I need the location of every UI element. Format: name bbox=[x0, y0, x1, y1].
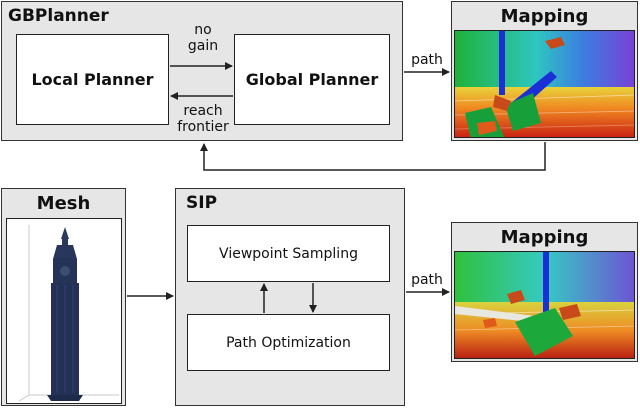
viewpoint-sampling-label: Viewpoint Sampling bbox=[219, 245, 358, 262]
path-optimization-box: Path Optimization bbox=[187, 314, 390, 371]
mapping-bottom-title: Mapping bbox=[500, 227, 589, 248]
mapping-top-pointcloud bbox=[455, 31, 634, 137]
local-planner-box: Local Planner bbox=[16, 34, 169, 125]
global-planner-box: Global Planner bbox=[234, 34, 390, 125]
edge-label-reach-frontier: reach frontier bbox=[177, 103, 229, 135]
local-planner-label: Local Planner bbox=[31, 70, 154, 89]
sip-title: SIP bbox=[186, 193, 218, 213]
mapping-bottom-image bbox=[454, 251, 635, 359]
mesh-title: Mesh bbox=[36, 193, 91, 214]
path-optimization-label: Path Optimization bbox=[226, 334, 351, 351]
mapping-top-image bbox=[454, 30, 635, 138]
mapping-top-title: Mapping bbox=[500, 6, 589, 27]
path-label-bottom: path bbox=[411, 272, 443, 288]
mesh-image bbox=[6, 218, 122, 404]
tower-mesh-graphic bbox=[7, 219, 121, 403]
gbplanner-title: GBPlanner bbox=[8, 6, 109, 26]
arrow-feedback bbox=[200, 142, 546, 171]
viewpoint-sampling-box: Viewpoint Sampling bbox=[187, 225, 390, 282]
edge-label-no-gain: no gain bbox=[187, 22, 219, 54]
global-planner-label: Global Planner bbox=[245, 70, 379, 89]
path-label-top: path bbox=[411, 52, 443, 68]
mapping-bottom-pointcloud bbox=[455, 252, 634, 358]
